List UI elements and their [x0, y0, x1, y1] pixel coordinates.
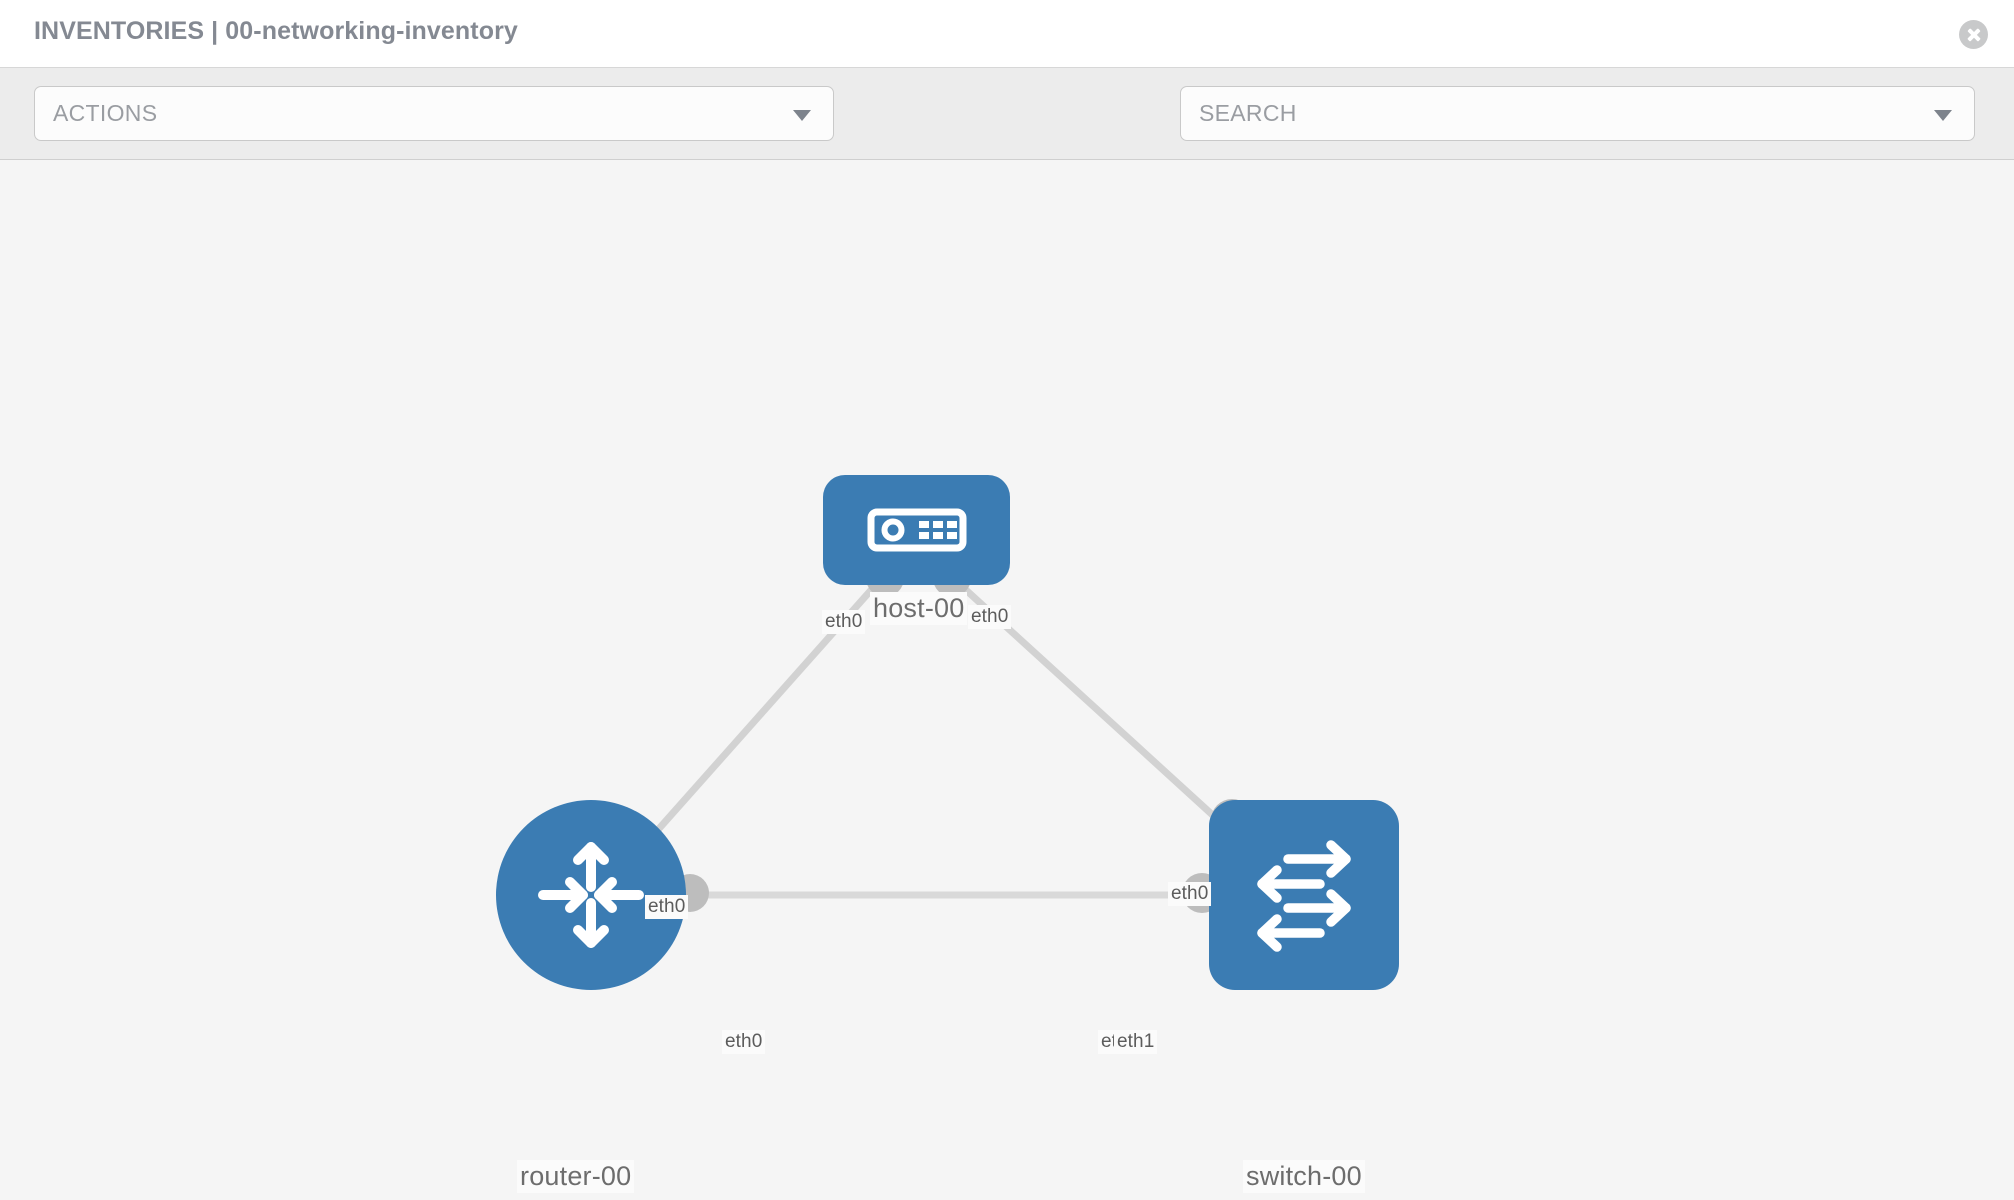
node-router-00[interactable] [496, 800, 686, 990]
actions-dropdown-label: ACTIONS [53, 100, 158, 126]
search-placeholder: SEARCH [1199, 100, 1297, 126]
node-label-host-00: host-00 [870, 592, 968, 625]
topology-canvas[interactable]: host-00 router-0 [0, 160, 2014, 1200]
server-icon [867, 508, 966, 552]
iface-label-router00-right: eth0 [722, 1030, 766, 1054]
node-host-00[interactable] [823, 475, 1010, 585]
topology-links [637, 559, 1253, 913]
page-title: INVENTORIES | 00-networking-inventory [34, 17, 518, 45]
node-switch-00[interactable] [1209, 800, 1399, 990]
iface-label-host00-left: eth0 [822, 610, 866, 634]
switch-arrows-icon [1257, 840, 1351, 952]
search-input[interactable]: SEARCH [1180, 86, 1975, 141]
router-arrows-icon [538, 842, 644, 948]
node-label-router-00: router-00 [517, 1160, 635, 1193]
close-icon[interactable] [1959, 20, 1988, 49]
page-header: INVENTORIES | 00-networking-inventory [0, 0, 2014, 68]
actions-dropdown[interactable]: ACTIONS [34, 86, 834, 141]
node-label-switch-00: switch-00 [1243, 1160, 1365, 1193]
toolbar: ACTIONS SEARCH [0, 68, 2014, 197]
iface-label-router00-up: eth0 [645, 895, 689, 919]
iface-label-switch00-left-eth1: eth1 [1114, 1030, 1158, 1054]
chevron-down-icon [793, 109, 811, 121]
iface-label-host00-right: eth0 [968, 605, 1012, 629]
chevron-down-icon[interactable] [1934, 109, 1952, 121]
iface-label-switch00-up: eth0 [1168, 882, 1212, 906]
